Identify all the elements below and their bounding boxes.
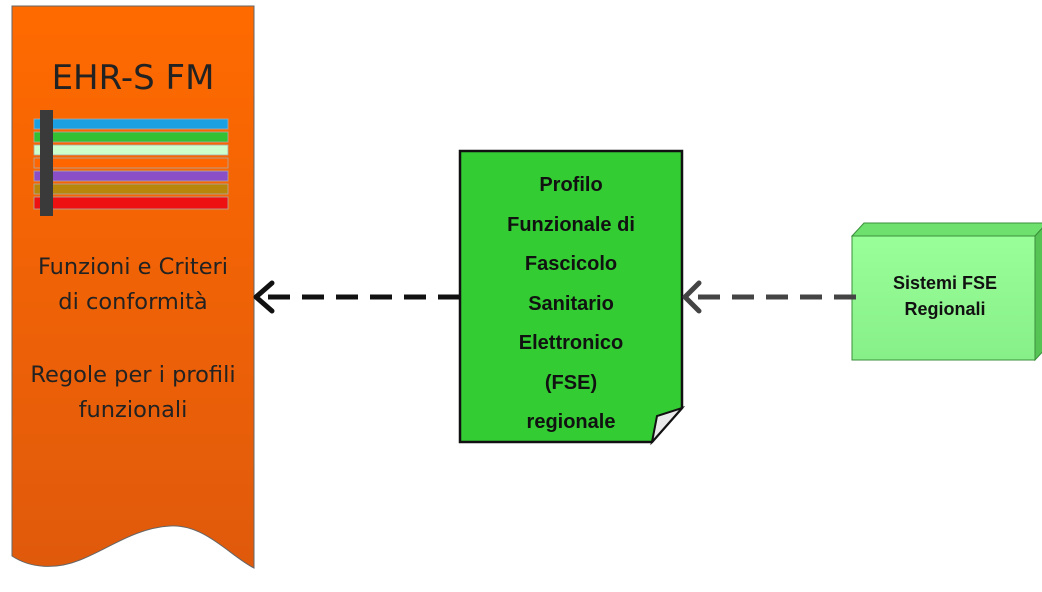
framework-description-2: Regole per i profili funzionali bbox=[12, 358, 254, 428]
profile-line-1: Profilo bbox=[539, 174, 603, 196]
profile-line-4: Sanitario bbox=[528, 292, 614, 315]
stripe-2 bbox=[33, 131, 229, 143]
profile-document-fold bbox=[650, 405, 686, 446]
framework-line-2: di conformità bbox=[58, 289, 208, 315]
systems-line-2: Regionali bbox=[904, 299, 986, 319]
profile-line-7: regionale bbox=[526, 411, 616, 433]
systems-label: Sistemi FSE Regionali bbox=[852, 270, 1038, 322]
profile-line-6: (FSE) bbox=[544, 371, 598, 394]
framework-title: EHR-S FM bbox=[51, 58, 215, 98]
profile-line-3: Fascicolo bbox=[524, 253, 618, 275]
arrow-systems-to-profile bbox=[682, 280, 856, 314]
framework-line-1: Funzioni e Criteri bbox=[37, 254, 229, 280]
systems-box-shape bbox=[850, 222, 1042, 362]
profile-line-5: Elettronico bbox=[518, 332, 624, 354]
stripe-3 bbox=[33, 144, 229, 156]
stripe-1 bbox=[33, 118, 229, 130]
stripe-7 bbox=[33, 196, 229, 210]
framework-description-1: Funzioni e Criteri di conformità bbox=[12, 250, 254, 320]
arrow-profile-to-framework bbox=[253, 280, 460, 314]
framework-line-4: funzionali bbox=[78, 397, 188, 423]
systems-line-1: Sistemi FSE bbox=[892, 273, 998, 293]
stripe-bar bbox=[40, 110, 53, 216]
stripe-5 bbox=[33, 170, 229, 182]
stripe-6 bbox=[33, 183, 229, 195]
profile-line-2: Funzionale di bbox=[507, 213, 635, 236]
framework-stripes bbox=[33, 110, 229, 216]
profile-label: Profilo Funzionale di Fascicolo Sanitari… bbox=[460, 166, 682, 443]
stripe-4 bbox=[33, 157, 229, 169]
framework-line-3: Regole per i profili bbox=[30, 362, 236, 388]
